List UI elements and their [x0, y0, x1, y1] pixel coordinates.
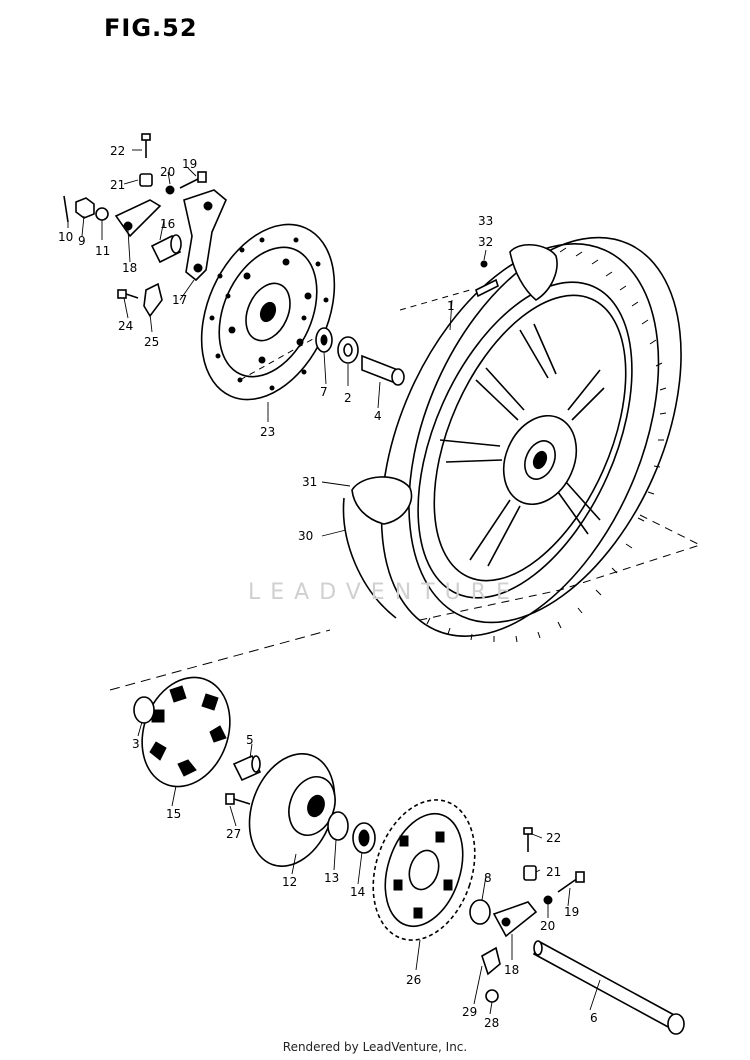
callout-14: 14	[350, 885, 365, 899]
washer-11-part	[95, 207, 109, 221]
callout-7: 7	[320, 385, 328, 399]
callout-13: 13	[324, 871, 339, 885]
callout-19-lower: 19	[564, 905, 579, 919]
callout-18: 18	[122, 261, 137, 275]
nut-28-part	[485, 989, 499, 1003]
callout-22: 22	[110, 144, 125, 158]
callout-20: 20	[160, 165, 175, 179]
callout-20-lower: 20	[540, 919, 555, 933]
rear-wheel-part	[342, 236, 682, 643]
callout-25: 25	[144, 335, 159, 349]
nut-9-part	[75, 197, 95, 219]
axle-6-part	[532, 940, 685, 1035]
callout-33: 33	[478, 214, 493, 228]
spacer-16-part	[150, 234, 182, 264]
sprocket-26-part	[372, 799, 476, 941]
dust-seal-7-part	[315, 327, 333, 353]
spacer-4-part	[361, 354, 405, 386]
bolt-22-lower-part	[523, 827, 533, 852]
lock-plate-25-part	[143, 282, 163, 318]
bolt-22-part	[141, 133, 151, 158]
callout-10: 10	[58, 230, 73, 244]
chain-adjuster-18-part	[114, 199, 162, 238]
callout-21: 21	[110, 178, 125, 192]
callout-17: 17	[172, 293, 187, 307]
callout-26: 26	[406, 973, 421, 987]
nut-21-lower-part	[523, 865, 537, 881]
bolt-27-part	[225, 793, 251, 805]
callout-21-lower: 21	[546, 865, 561, 879]
chain-adjuster-18-lower-part	[492, 901, 538, 938]
bearing-2-part	[337, 336, 359, 364]
nut-21-part	[139, 173, 153, 187]
seal-14-part	[352, 822, 376, 854]
bearing-13-part	[327, 811, 349, 841]
watermark: LEADVENTURE	[248, 580, 520, 605]
callout-12: 12	[282, 875, 297, 889]
callout-24: 24	[118, 319, 133, 333]
callout-23: 23	[260, 425, 275, 439]
washer-20-part	[165, 185, 175, 195]
cotter-pin-10-part	[63, 195, 69, 223]
callout-16: 16	[160, 217, 175, 231]
callout-27: 27	[226, 827, 241, 841]
caliper-bracket-17-part	[183, 189, 227, 282]
spacer-8-part	[469, 899, 491, 925]
callout-6: 6	[590, 1011, 598, 1025]
callout-19: 19	[182, 157, 197, 171]
callout-29: 29	[462, 1005, 477, 1019]
leader-lines	[67, 149, 601, 1015]
axis-lines	[109, 289, 702, 691]
callout-9: 9	[78, 234, 86, 248]
callout-18-lower: 18	[504, 963, 519, 977]
callout-2: 2	[344, 391, 352, 405]
callout-32: 32	[478, 235, 493, 249]
bolt-24-part	[117, 289, 139, 299]
brake-disc-part	[200, 223, 336, 401]
callout-30: 30	[298, 529, 313, 543]
callout-31: 31	[302, 475, 317, 489]
valve-32-part	[475, 260, 499, 298]
callout-1: 1	[447, 299, 455, 313]
figure-title: FIG.52	[104, 14, 198, 42]
callout-labels: 22 21 20 19 10 9 11 18 16 17 24 25 7 2 4…	[58, 144, 598, 1030]
callout-8: 8	[484, 871, 492, 885]
washer-20-lower-part	[543, 895, 553, 905]
callout-4: 4	[374, 409, 382, 423]
callout-3: 3	[132, 737, 140, 751]
bearing-3-part	[133, 696, 155, 724]
bolt-19-part	[179, 171, 207, 189]
callout-15: 15	[166, 807, 181, 821]
callout-5: 5	[246, 733, 254, 747]
footer-credit: Rendered by LeadVenture, Inc.	[282, 1040, 468, 1054]
callout-11: 11	[95, 244, 110, 258]
bolt-19-lower-part	[557, 871, 585, 893]
callout-22-lower: 22	[546, 831, 561, 845]
damper-15-part	[141, 676, 231, 788]
spacer-5-part	[232, 754, 262, 782]
lock-plate-29-part	[481, 946, 501, 976]
callout-28: 28	[484, 1016, 499, 1030]
